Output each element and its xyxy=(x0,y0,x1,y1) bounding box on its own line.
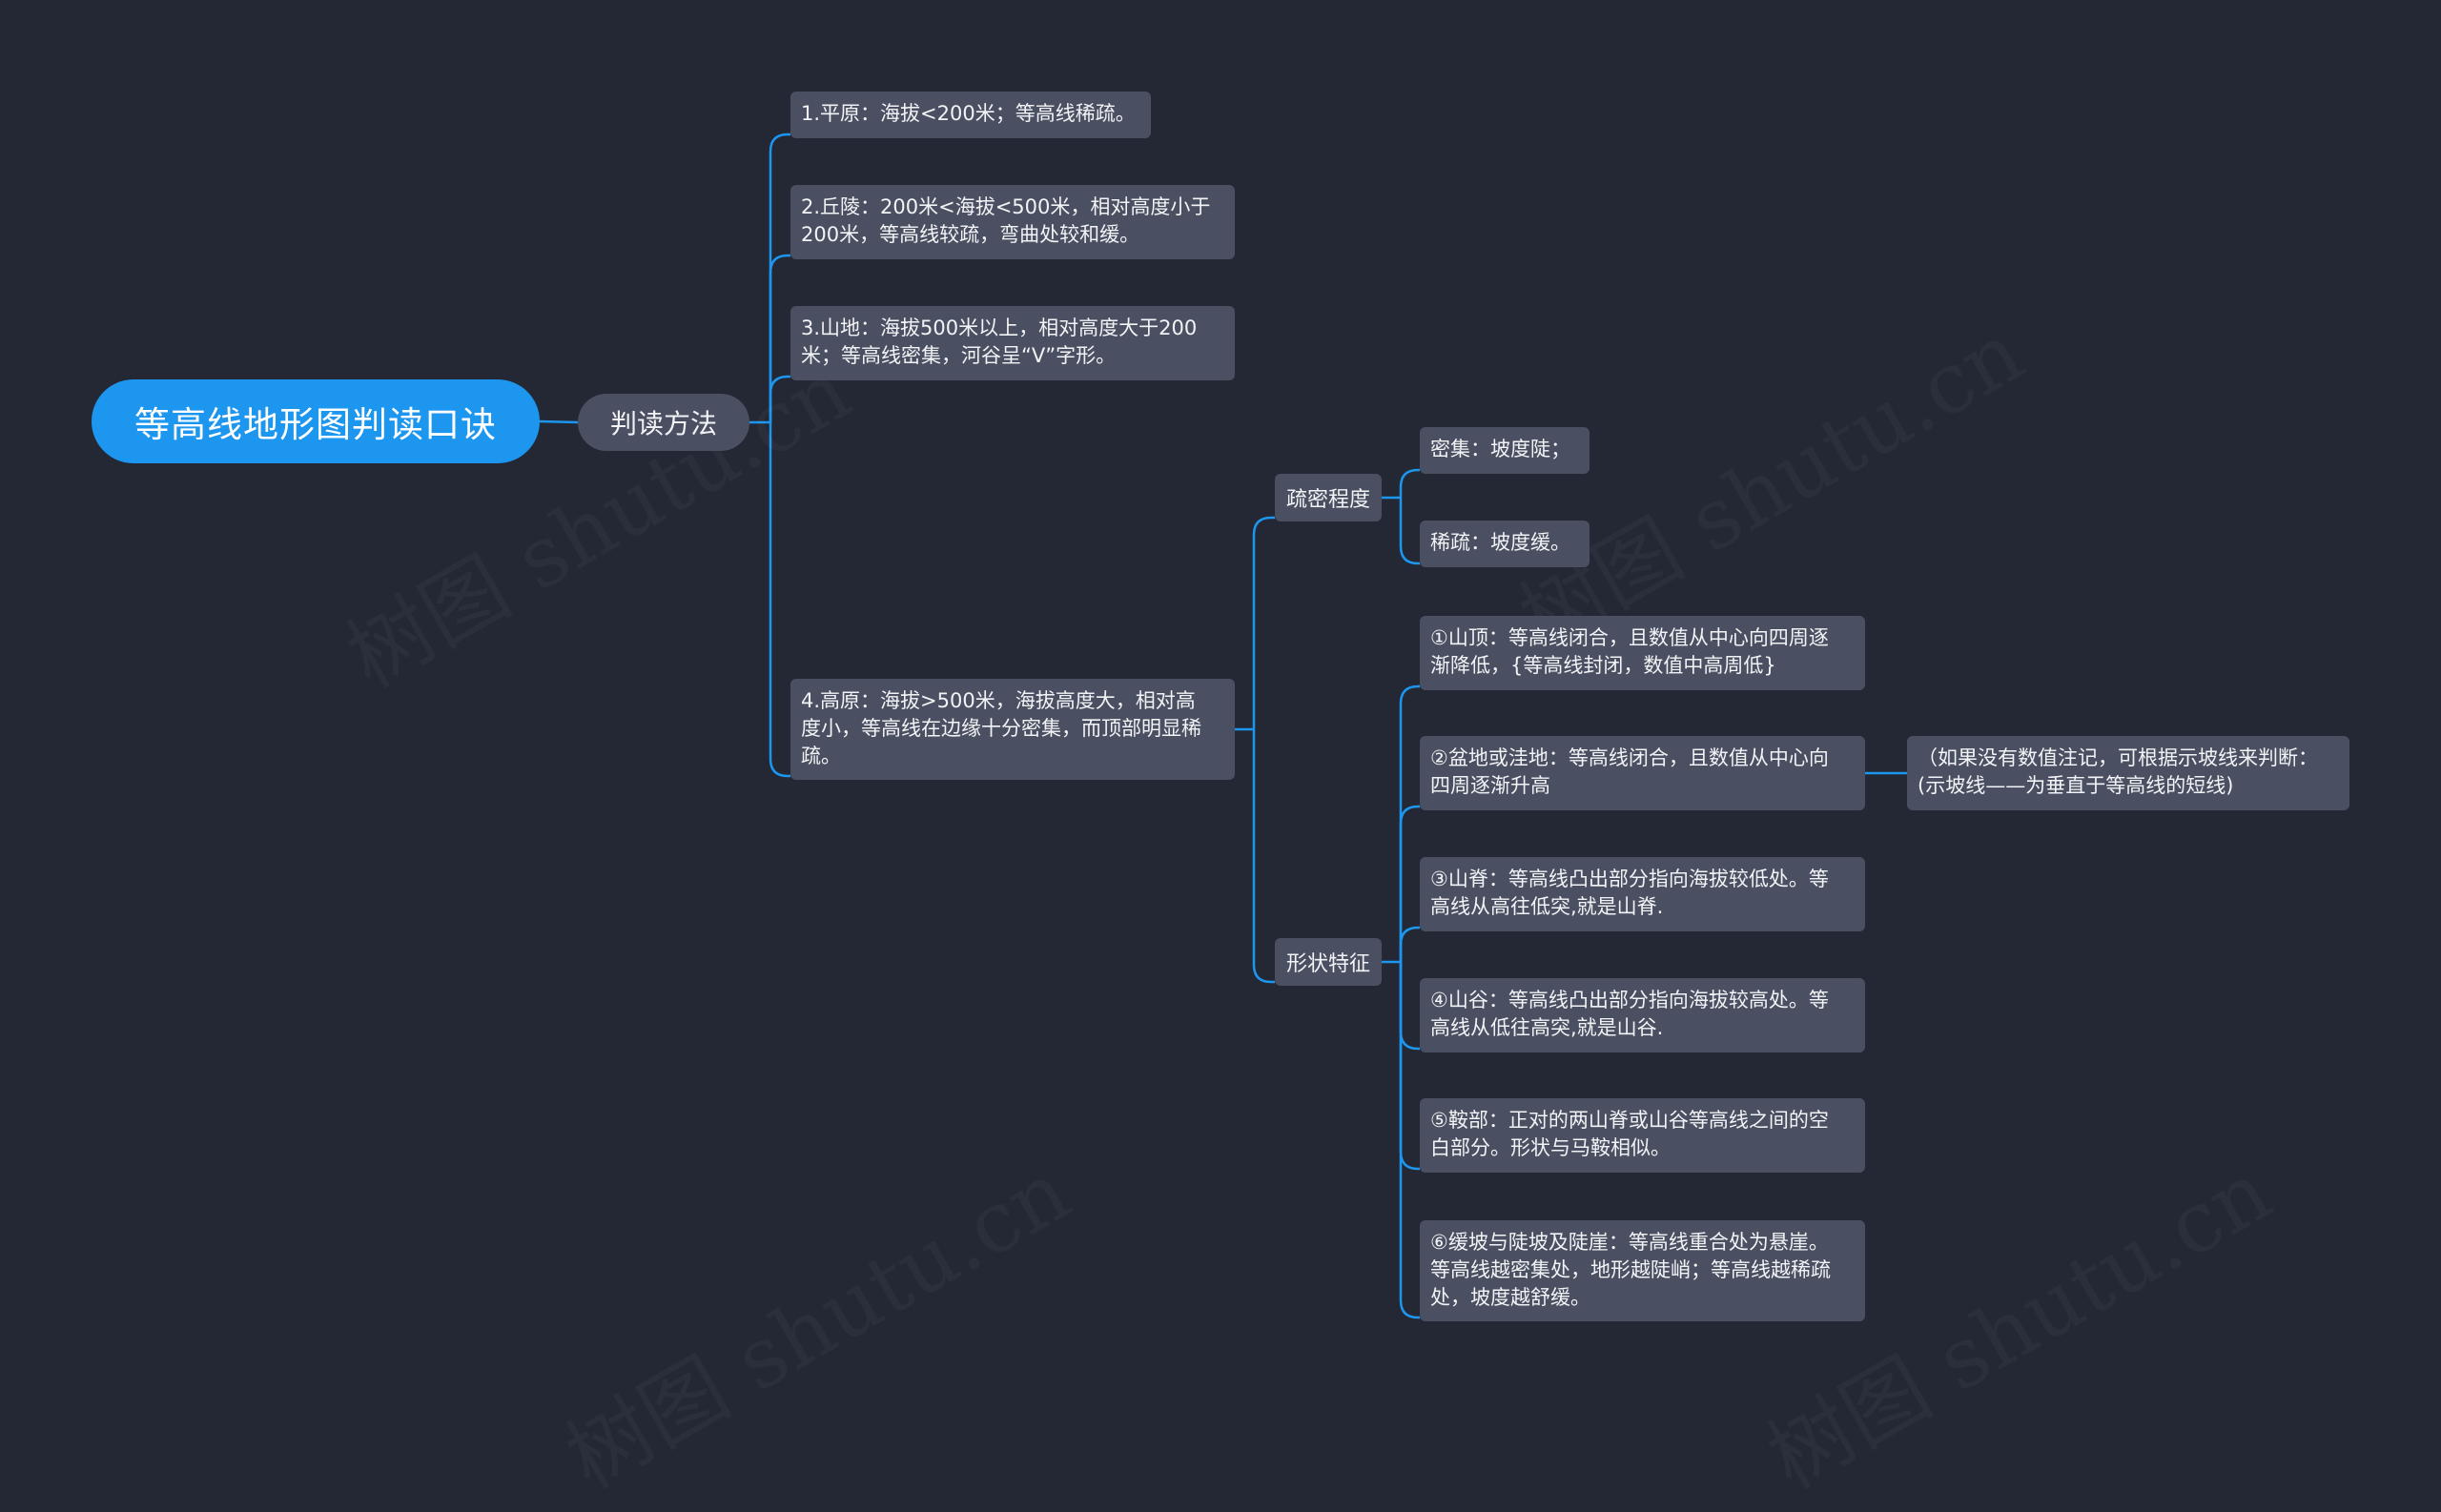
connector-line xyxy=(769,254,790,422)
shape-slopes-cliff[interactable]: ⑥缓坡与陡坡及陡崖：等高线重合处为悬崖。 等高线越密集处，地形越陡峭；等高线越稀… xyxy=(1420,1220,1865,1321)
terrain-plain[interactable]: 1.平原：海拔<200米；等高线稀疏。 xyxy=(790,92,1151,138)
connector-line xyxy=(1399,805,1420,962)
mind-map-canvas: 树图 shutu.cn 树图 shutu.cn 树图 shutu.cn 树图 s… xyxy=(92,92,2349,1321)
connector-line xyxy=(1399,684,1420,962)
connector-line xyxy=(1399,962,1420,1319)
shape-basin[interactable]: ②盆地或洼地：等高线闭合，且数值从中心向 四周逐渐升高 xyxy=(1420,736,1865,810)
terrain-hills[interactable]: 2.丘陵：200米<海拔<500米，相对高度小于 200米，等高线较疏，弯曲处较… xyxy=(790,185,1235,259)
connector-line xyxy=(1252,516,1275,729)
connector-line xyxy=(769,375,790,422)
branch-reading-method[interactable]: 判读方法 xyxy=(578,394,749,451)
terrain-plateau[interactable]: 4.高原：海拔>500米，海拔高度大，相对高 度小，等高线在边缘十分密集，而顶部… xyxy=(790,679,1235,780)
connector-line xyxy=(769,133,790,422)
density-dense[interactable]: 密集：坡度陡； xyxy=(1420,427,1590,474)
terrain-mountain[interactable]: 3.山地：海拔500米以上，相对高度大于200 米；等高线密集，河谷呈“V”字形… xyxy=(790,306,1235,380)
connector-line xyxy=(539,419,579,424)
connector-line xyxy=(1399,926,1420,962)
connector-line xyxy=(1399,468,1420,498)
root-topic[interactable]: 等高线地形图判读口诀 xyxy=(92,379,540,463)
connector-line xyxy=(1399,498,1420,565)
connector-line xyxy=(1252,729,1275,984)
branch-density[interactable]: 疏密程度 xyxy=(1275,474,1382,521)
shape-valley[interactable]: ④山谷：等高线凸出部分指向海拔较高处。等 高线从低往高突,就是山谷. xyxy=(1420,978,1865,1052)
connector-lines xyxy=(539,133,1907,1319)
basin-note[interactable]: （如果没有数值注记，可根据示坡线来判断： (示坡线——为垂直于等高线的短线) xyxy=(1907,736,2349,810)
connector-line xyxy=(1399,962,1420,1171)
connector-line xyxy=(1399,962,1420,1051)
connector-line xyxy=(769,422,790,778)
shape-saddle[interactable]: ⑤鞍部：正对的两山脊或山谷等高线之间的空 白部分。形状与马鞍相似。 xyxy=(1420,1098,1865,1173)
density-sparse[interactable]: 稀疏：坡度缓。 xyxy=(1420,521,1590,567)
shape-peak[interactable]: ①山顶：等高线闭合，且数值从中心向四周逐 渐降低，{等高线封闭，数值中高周低} xyxy=(1420,616,1865,690)
branch-shape[interactable]: 形状特征 xyxy=(1275,938,1382,986)
shape-ridge[interactable]: ③山脊：等高线凸出部分指向海拔较低处。等 高线从高往低突,就是山脊. xyxy=(1420,857,1865,931)
